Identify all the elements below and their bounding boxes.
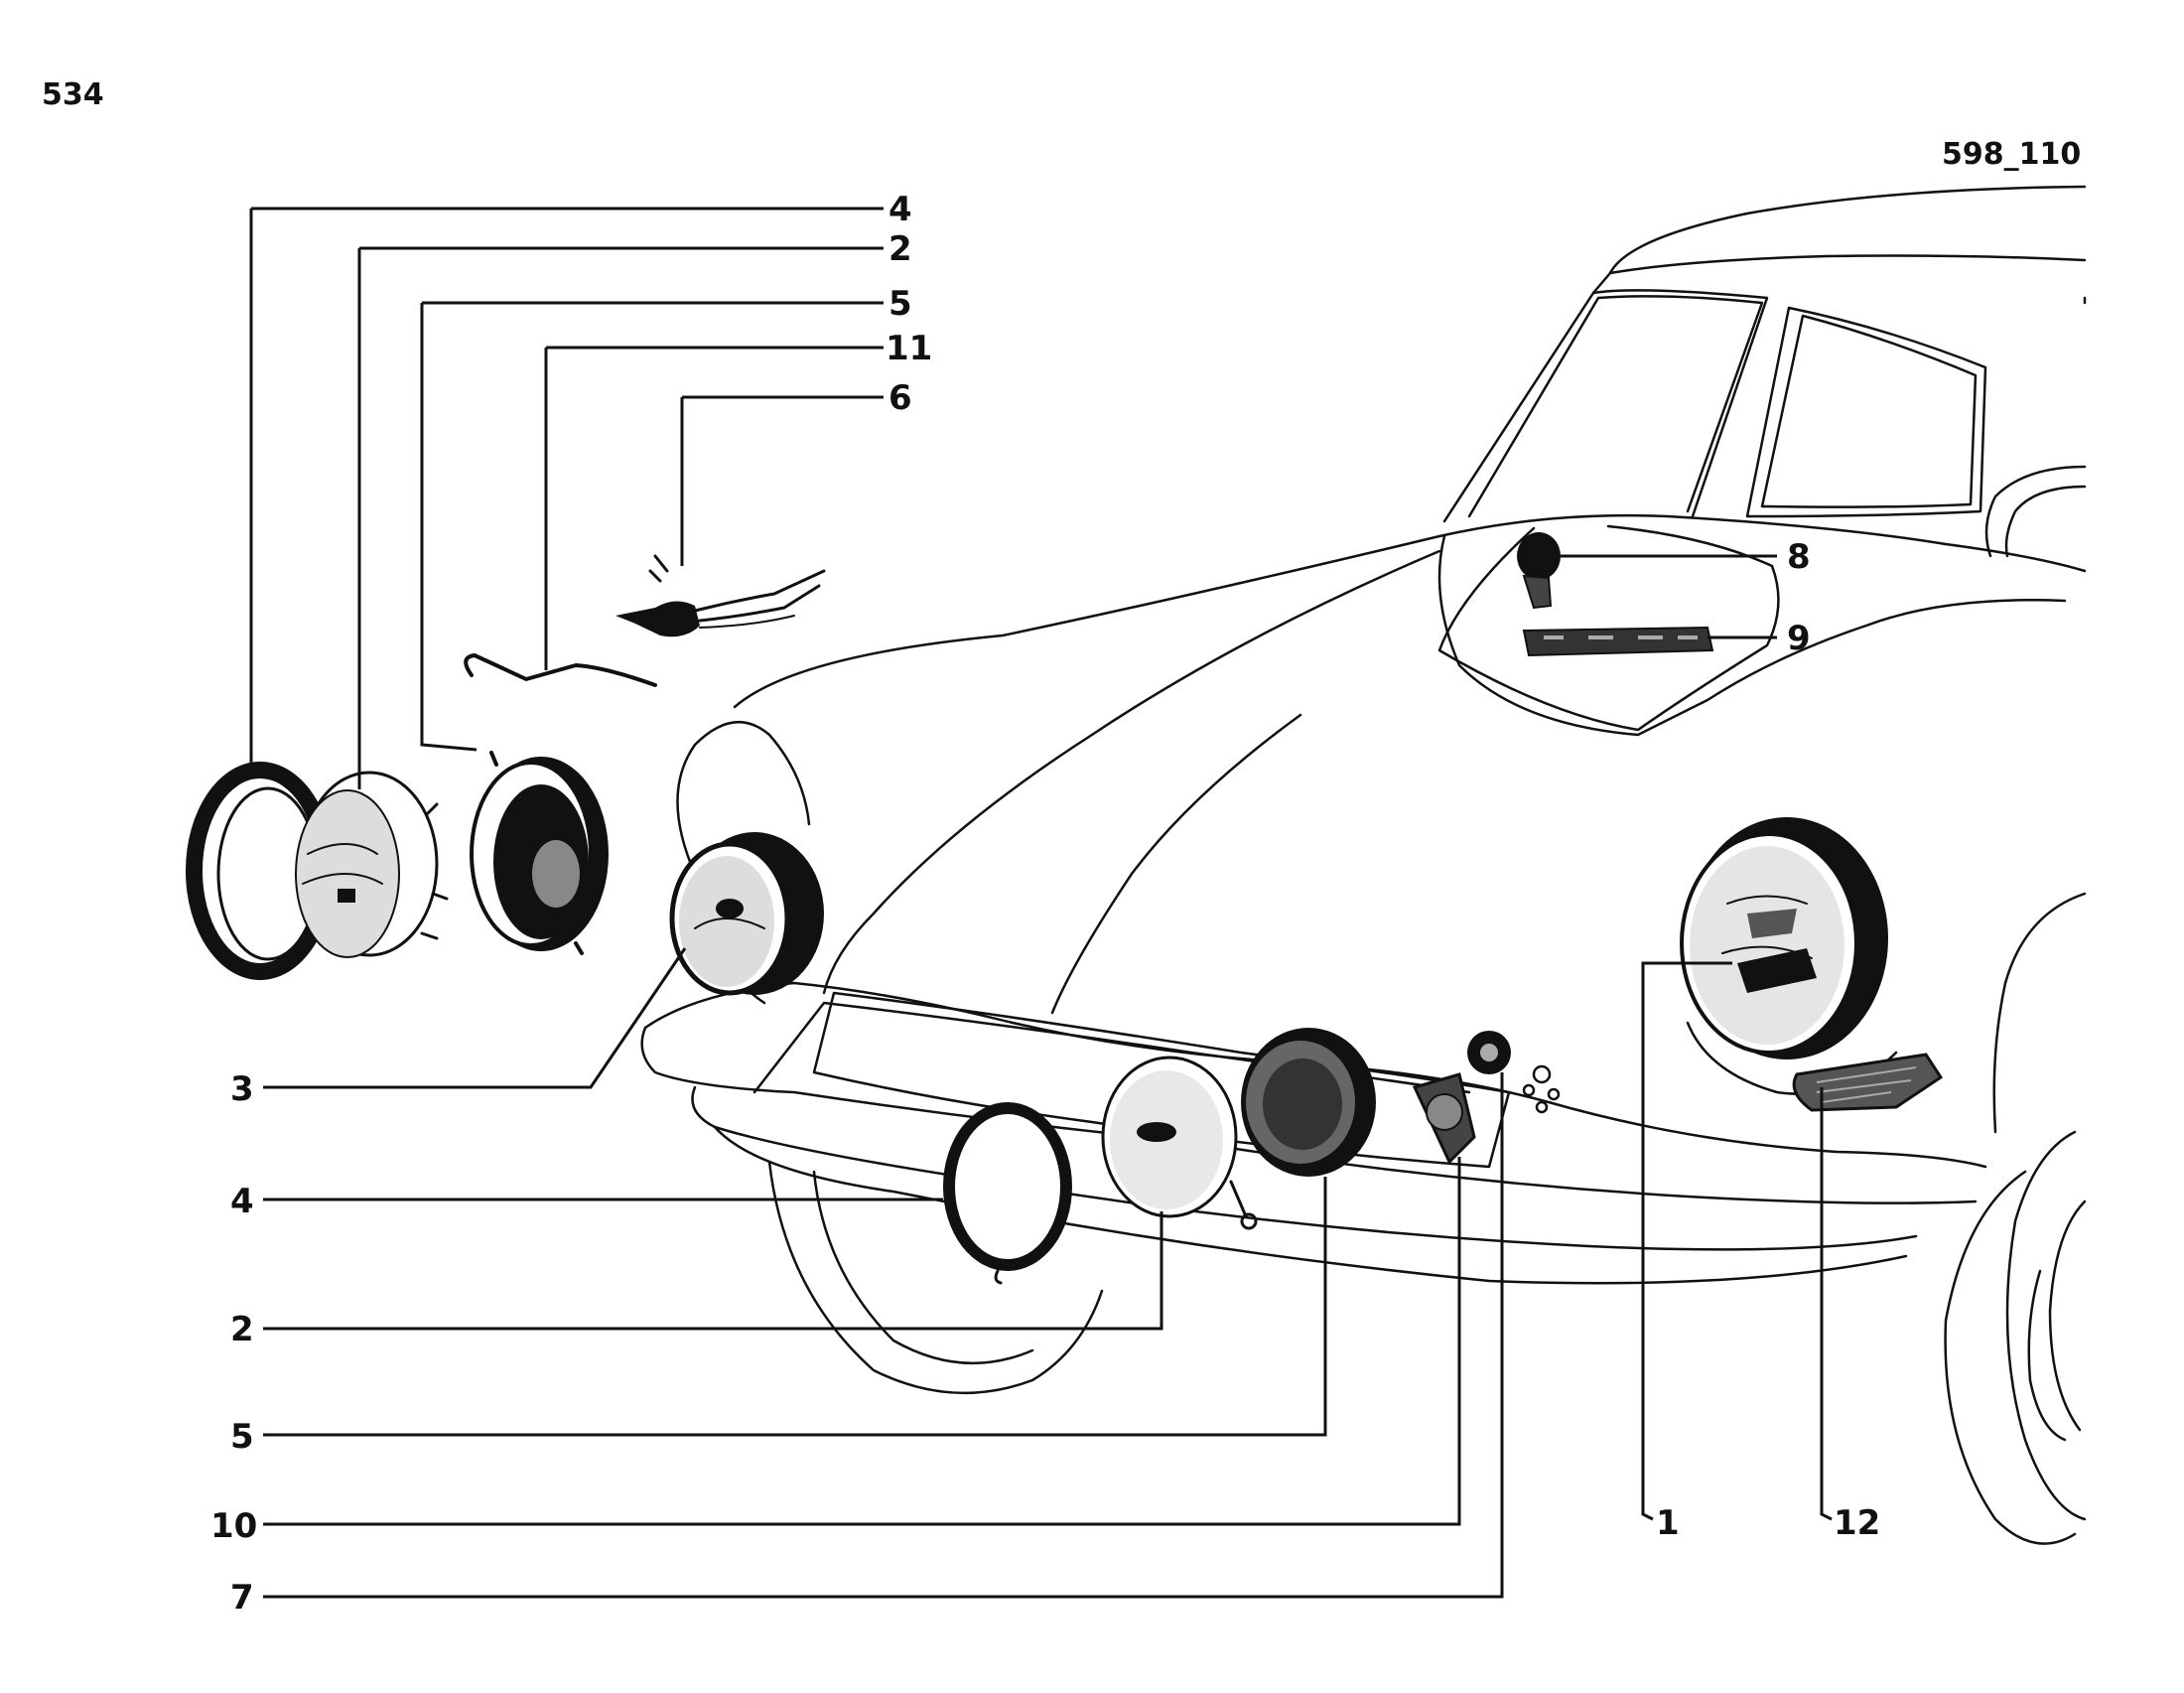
callout-2-left: 2 [230, 1310, 254, 1349]
callout-7: 7 [230, 1578, 254, 1618]
callout-9: 9 [1787, 619, 1811, 658]
horn-grille-icon [1412, 1072, 1476, 1165]
callouts-right: 8 9 [1787, 537, 1811, 658]
fog-lamp-lens-icon [1101, 1056, 1258, 1230]
headlamp-bezel-ring-icon [186, 762, 335, 980]
callout-5-left: 5 [230, 1417, 254, 1457]
callout-12: 12 [1834, 1503, 1880, 1543]
callout-8: 8 [1787, 537, 1811, 577]
callout-10: 10 [210, 1506, 257, 1546]
callout-2-top: 2 [888, 229, 912, 269]
fog-lamp-housing-icon [1241, 1028, 1376, 1177]
callouts-top: 4 2 5 11 6 [886, 190, 932, 418]
headlamp-light-unit-icon [295, 771, 449, 958]
callout-6: 6 [888, 378, 912, 418]
horn-icon [1467, 1031, 1511, 1074]
headlamp-right-icon [1680, 817, 1888, 1059]
callouts-bottom: 1 12 [1656, 1503, 1880, 1543]
callouts-left: 3 4 2 5 10 7 [210, 1069, 257, 1618]
side-indicator-icon [1792, 1053, 1944, 1112]
callout-4-top: 4 [888, 190, 912, 229]
callout-11: 11 [886, 329, 932, 368]
car-front-outline-icon [640, 185, 2087, 1545]
figure-code: 598_110 [1942, 137, 2081, 172]
wiring-socket-icon [615, 554, 826, 637]
callout-3: 3 [230, 1069, 254, 1109]
adjuster-rod-icon [464, 653, 657, 687]
callout-4-left: 4 [230, 1182, 254, 1221]
leader-lines [249, 207, 1833, 1599]
bonnet-script-badge-icon [1522, 626, 1714, 657]
callout-1: 1 [1656, 1503, 1680, 1543]
page-number: 534 [42, 77, 104, 112]
headlamp-assembly-icon [669, 832, 824, 996]
callout-5-top: 5 [888, 284, 912, 324]
headlamp-housing-icon [470, 751, 609, 955]
bonnet-emblem-icon [1517, 532, 1561, 610]
fog-lamp-bezel-icon [943, 1102, 1072, 1285]
